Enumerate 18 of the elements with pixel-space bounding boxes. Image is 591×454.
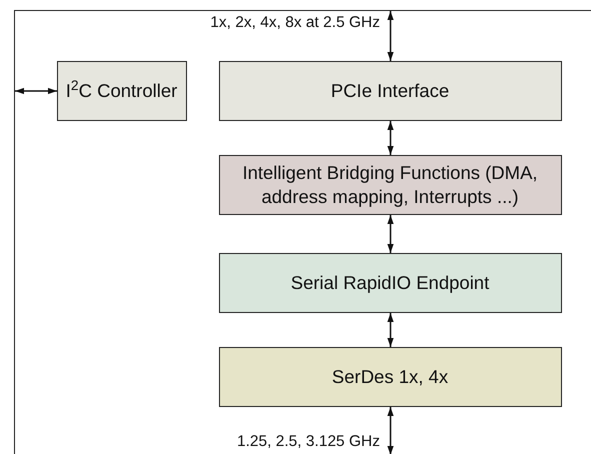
- block-label: PCIe Interface: [330, 78, 450, 102]
- double-arrow: [387, 215, 394, 253]
- block-label: SerDes 1x, 4x: [332, 364, 448, 388]
- block-box: [218, 154, 562, 214]
- block-box: [56, 60, 186, 120]
- double-arrow: [387, 407, 394, 454]
- double-arrow: [387, 121, 394, 155]
- block-label: Serial RapidIO Endpoint: [290, 270, 490, 294]
- block-label: I$^{2}$C Controller: [66, 78, 178, 102]
- double-arrow: [387, 11, 394, 61]
- edge-label: 1x, 2x, 4x, 8x at 2.5 GHz: [208, 14, 382, 32]
- block-box: [218, 252, 562, 312]
- block-box: [218, 346, 562, 406]
- double-arrow: [15, 88, 57, 94]
- chip-outline: [14, 10, 591, 454]
- double-arrow: [387, 313, 394, 347]
- block-box: [218, 60, 562, 120]
- block-label: Intelligent Bridging Functions (DMA, address mapping, Interrupts ...): [241, 161, 539, 208]
